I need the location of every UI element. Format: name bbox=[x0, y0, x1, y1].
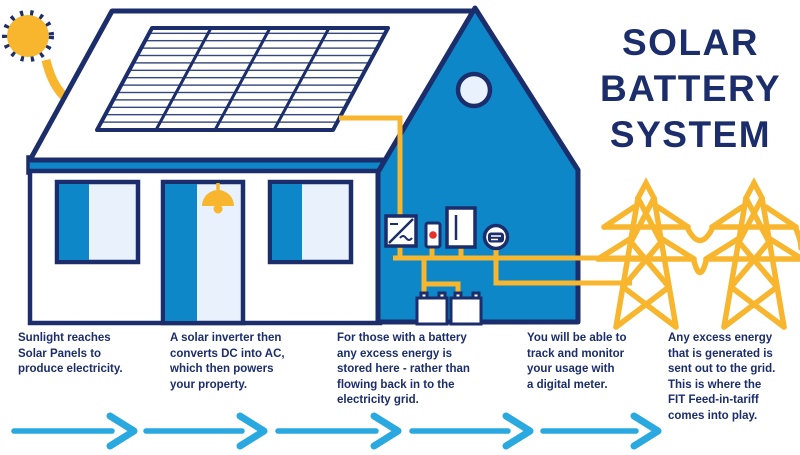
battery-icon bbox=[415, 291, 449, 326]
switch-icon bbox=[424, 221, 442, 249]
title-line: BATTERY bbox=[599, 68, 782, 109]
sun-icon bbox=[2, 10, 54, 62]
flow-arrow-icon bbox=[11, 412, 138, 450]
round-window bbox=[455, 71, 493, 109]
pendant-lamp-icon bbox=[202, 183, 234, 214]
battery-cabinet-icon bbox=[445, 206, 477, 249]
flow-arrow-icon bbox=[275, 412, 402, 450]
flow-arrow-icon bbox=[540, 412, 662, 450]
step-caption-battery: For those with a battery any excess ener… bbox=[337, 332, 470, 406]
inverter-icon bbox=[384, 214, 418, 248]
solar-panel-icon bbox=[95, 26, 390, 132]
battery-icon bbox=[449, 291, 483, 326]
digital-meter-icon bbox=[482, 223, 510, 251]
title-line: SOLAR bbox=[622, 22, 759, 63]
title-line: SYSTEM bbox=[609, 114, 772, 155]
step-caption-grid: Any excess energy that is generated is s… bbox=[668, 332, 776, 422]
electricity-pylon-icon bbox=[595, 177, 697, 330]
step-caption-inverter: A solar inverter then converts DC into A… bbox=[170, 332, 285, 391]
flow-arrow-icon bbox=[143, 412, 268, 450]
page-title: SOLAR BATTERY SYSTEM bbox=[583, 20, 798, 158]
window-left bbox=[54, 179, 141, 265]
window-right bbox=[267, 179, 354, 265]
step-caption-meter: You will be able to track and monitor yo… bbox=[527, 332, 627, 391]
flow-arrow-icon bbox=[409, 412, 534, 450]
step-caption-sunlight: Sunlight reaches Solar Panels to produce… bbox=[18, 332, 123, 375]
doorway bbox=[160, 179, 246, 326]
electricity-pylon-icon bbox=[703, 177, 800, 330]
